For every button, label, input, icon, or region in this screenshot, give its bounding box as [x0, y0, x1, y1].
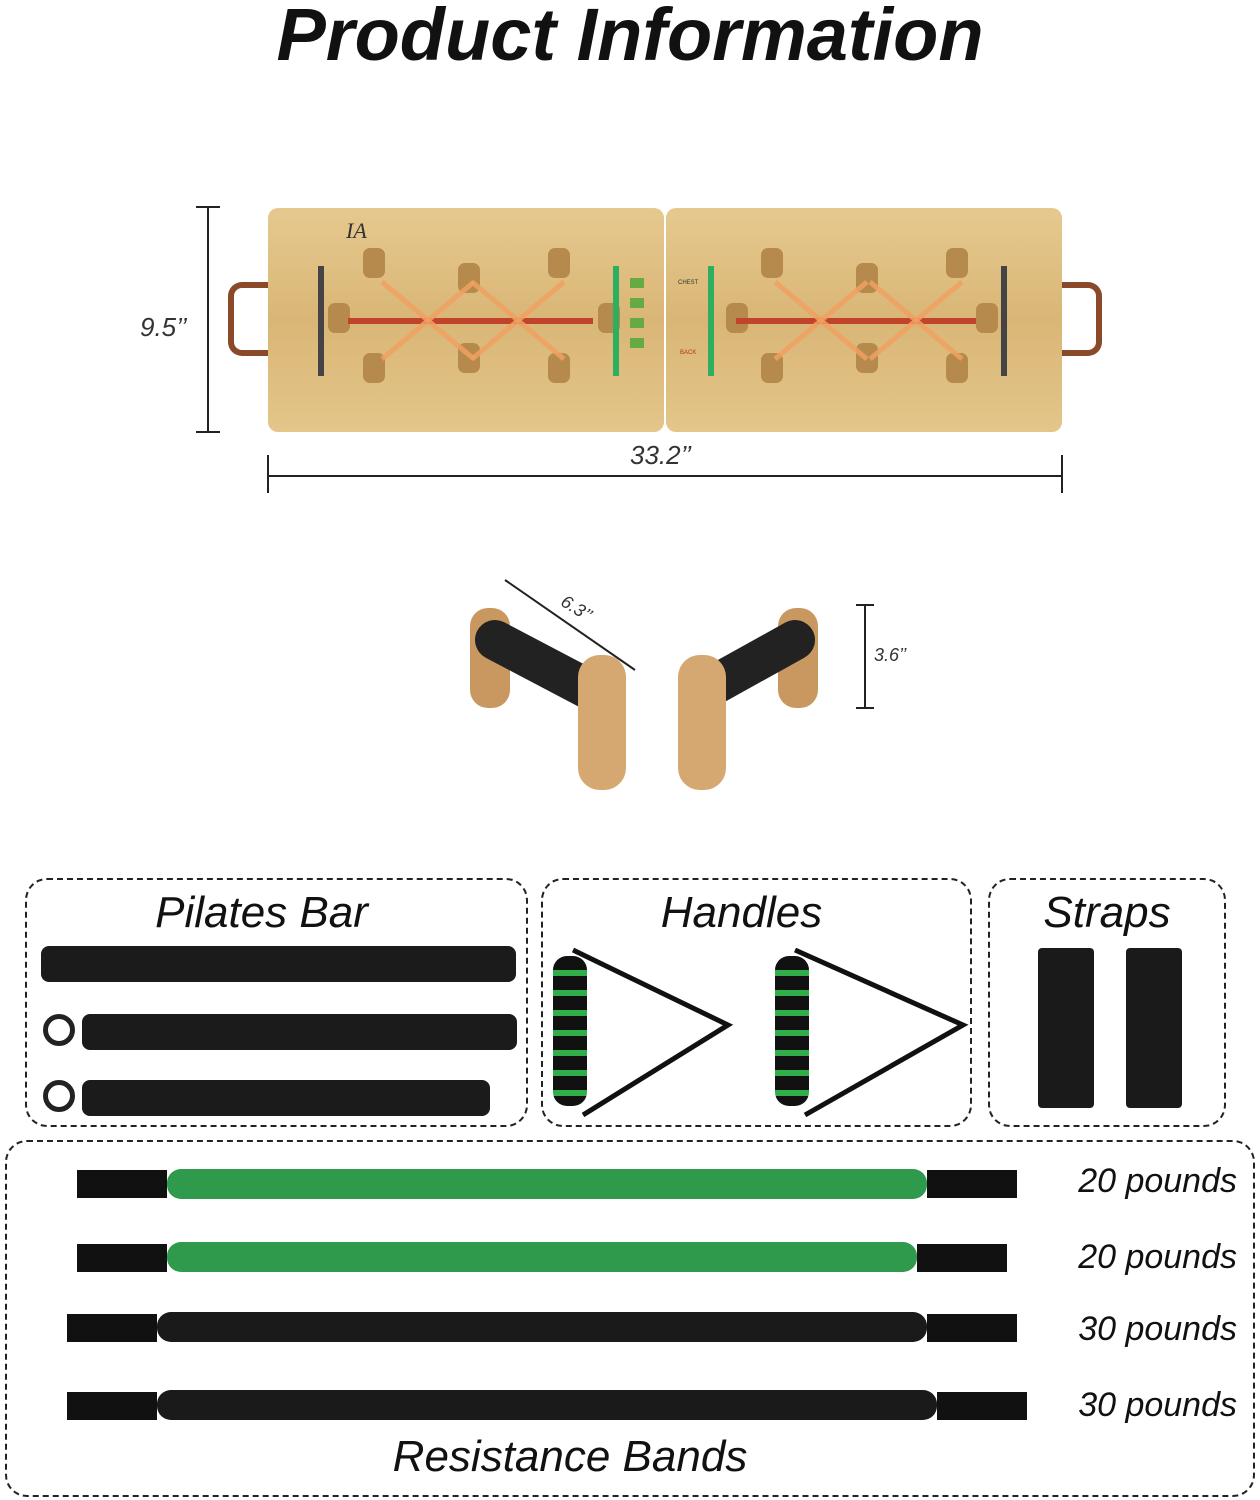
- dimension-tick: [196, 431, 220, 433]
- resistance-band: [167, 1169, 927, 1199]
- section-title: Pilates Bar: [155, 888, 368, 937]
- height-dimension-line: [207, 207, 209, 433]
- band-weight-label: 30 pounds: [1078, 1310, 1237, 1348]
- handles-section: Handles: [541, 878, 972, 1127]
- dimension-tick: [267, 455, 269, 493]
- muscle-icons: [630, 278, 644, 358]
- width-dimension-line: [268, 475, 1062, 477]
- strap: [1126, 948, 1182, 1108]
- resistance-bands-section: 20 pounds 20 pounds 30 pounds 30 pounds …: [5, 1140, 1255, 1497]
- straps-section: Straps: [988, 878, 1226, 1127]
- board-left-half: IA: [268, 208, 664, 432]
- section-title: Handles: [660, 888, 823, 937]
- board-width-label: 33.2’’: [630, 440, 692, 470]
- chest-label: CHEST: [678, 280, 699, 286]
- band-weight-label: 30 pounds: [1078, 1386, 1237, 1424]
- board-right-half: CHEST BACK: [666, 208, 1062, 432]
- section-title: Straps: [1043, 888, 1171, 937]
- pilates-bar-piece: [41, 946, 516, 982]
- dimension-tick: [1061, 455, 1063, 493]
- back-label: BACK: [680, 350, 697, 356]
- brand-logo: IA: [346, 218, 367, 243]
- dimension-tick: [196, 206, 220, 208]
- strap: [1038, 948, 1094, 1108]
- resistance-band: [167, 1242, 917, 1272]
- band-weight-label: 20 pounds: [1078, 1162, 1237, 1200]
- handle-grip: [553, 956, 587, 1106]
- pilates-bar-piece: [82, 1014, 517, 1050]
- page-title: Product Information: [276, 0, 984, 76]
- pilates-bar-piece: [82, 1080, 490, 1116]
- resistance-band: [157, 1312, 927, 1342]
- board-handle-left: [228, 282, 274, 356]
- pilates-bar-section: Pilates Bar: [25, 878, 528, 1127]
- handle-grip: [775, 956, 809, 1106]
- board-handle-right: [1056, 282, 1102, 356]
- section-title: Resistance Bands: [392, 1432, 748, 1481]
- pushup-stand-left: [470, 608, 626, 790]
- stand-height-label: 3.6’’: [874, 645, 907, 665]
- pushup-stands: [470, 579, 874, 790]
- pilates-board: IA CHEST BACK: [268, 208, 1062, 432]
- band-weight-label: 20 pounds: [1078, 1238, 1237, 1276]
- board-height-label: 9.5’’: [140, 312, 187, 342]
- resistance-band: [157, 1390, 937, 1420]
- pushup-stand-right: [678, 608, 818, 790]
